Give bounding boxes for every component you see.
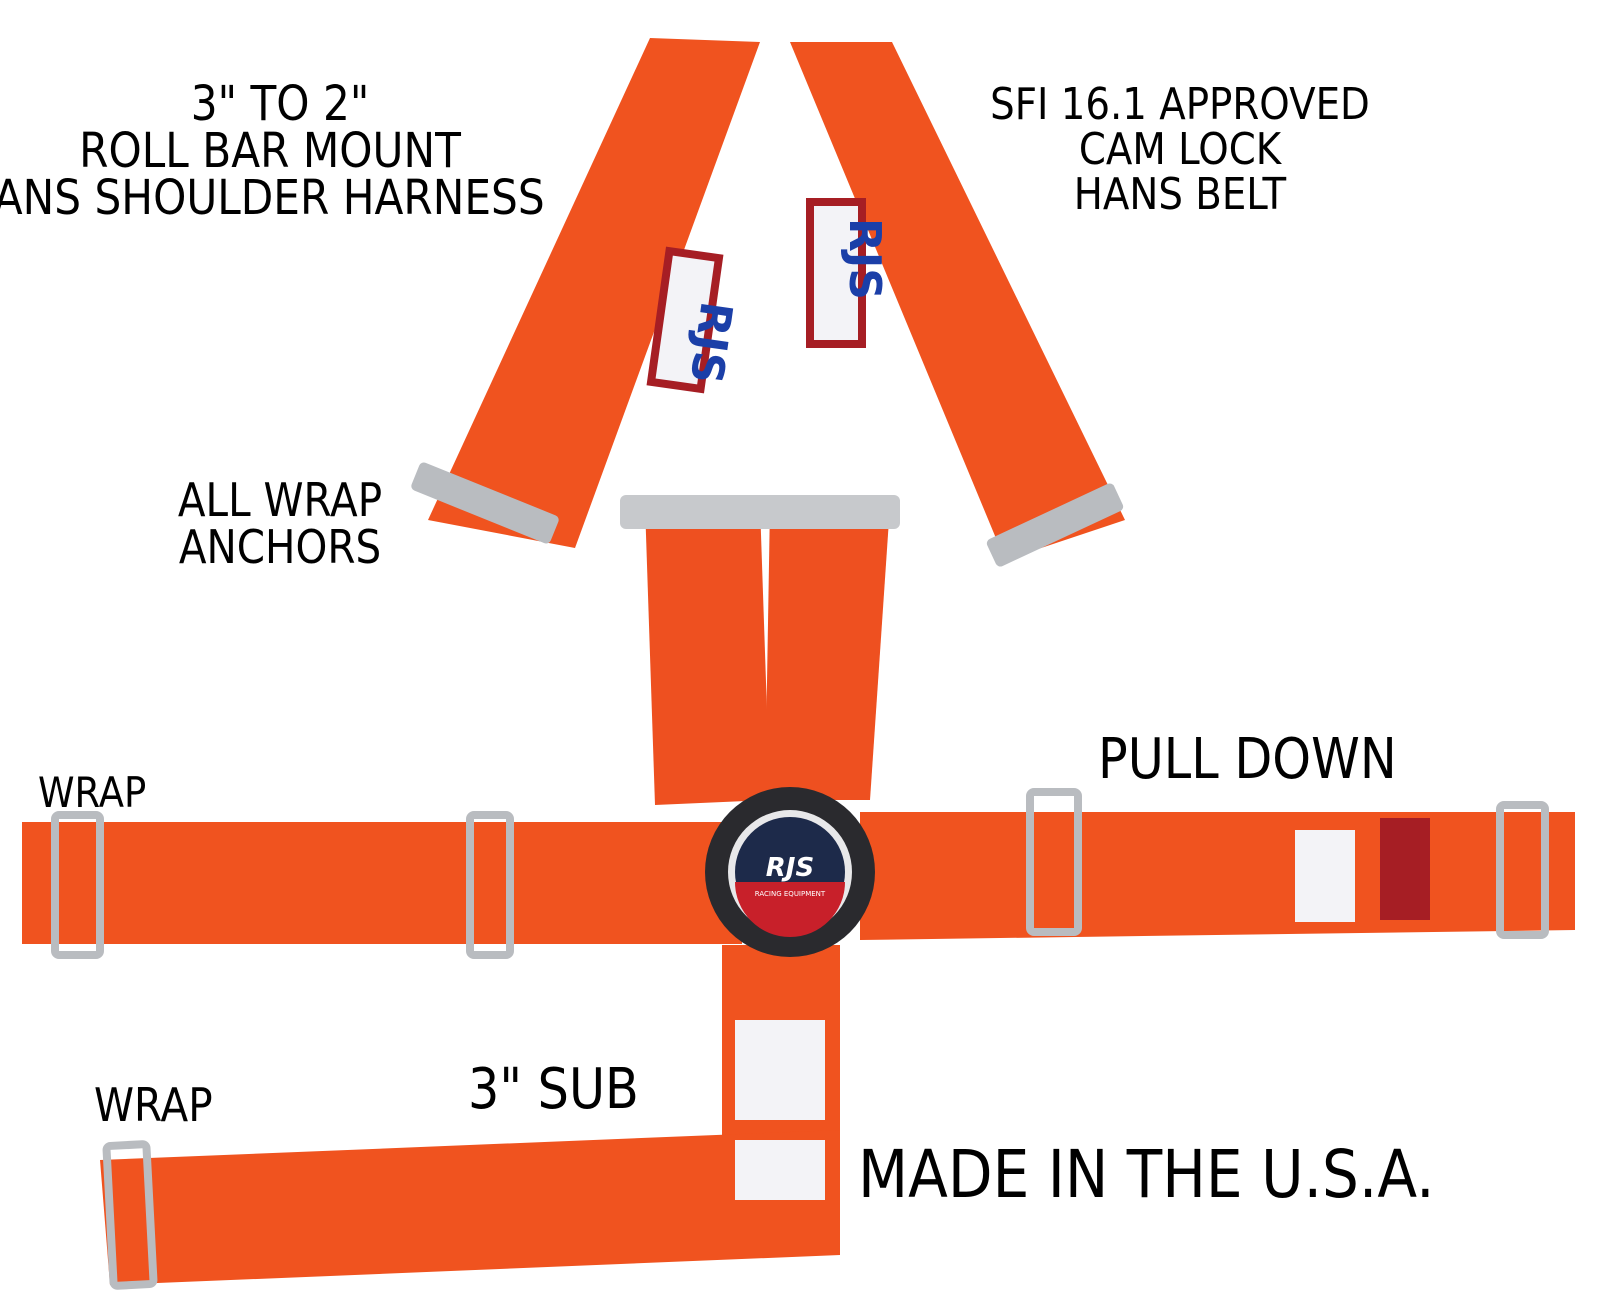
shoulder-label-line2: ROLL BAR MOUNT — [79, 123, 461, 179]
sub-strap — [100, 945, 840, 1290]
wrap-lap-label: WRAP — [38, 768, 147, 817]
left-patch-brand: RJS — [680, 298, 742, 386]
left-shoulder-strap — [428, 38, 770, 805]
sfi-label-line2: CAM LOCK — [1078, 124, 1282, 175]
right-lap-belt — [860, 788, 1575, 940]
wrap-sub-label: WRAP — [94, 1078, 213, 1132]
made-in-usa-label: MADE IN THE U.S.A. — [858, 1136, 1435, 1213]
camlock-logo-text: RJS — [766, 853, 814, 883]
left-lap-belt — [22, 811, 742, 959]
shoulder-label-line1: 3" TO 2" — [190, 76, 370, 132]
right-shoulder-strap — [765, 42, 1125, 800]
pull-down-label: PULL DOWN — [1098, 727, 1397, 792]
sfi-label-line1: SFI 16.1 APPROVED — [990, 79, 1370, 130]
cam-lock-buckle[interactable] — [705, 787, 875, 957]
anchors-label-line2: ANCHORS — [178, 520, 382, 574]
camlock-logo-sub: RACING EQUIPMENT — [755, 890, 826, 898]
shoulder-adjusters — [411, 462, 1124, 567]
sfi-label-line3: HANS BELT — [1073, 169, 1287, 220]
sub-label: 3" SUB — [468, 1057, 639, 1122]
anchors-label-line1: ALL WRAP — [177, 473, 383, 527]
shoulder-label-line3: HANS SHOULDER HARNESS — [0, 170, 545, 226]
right-patch-brand: RJS — [839, 218, 890, 300]
